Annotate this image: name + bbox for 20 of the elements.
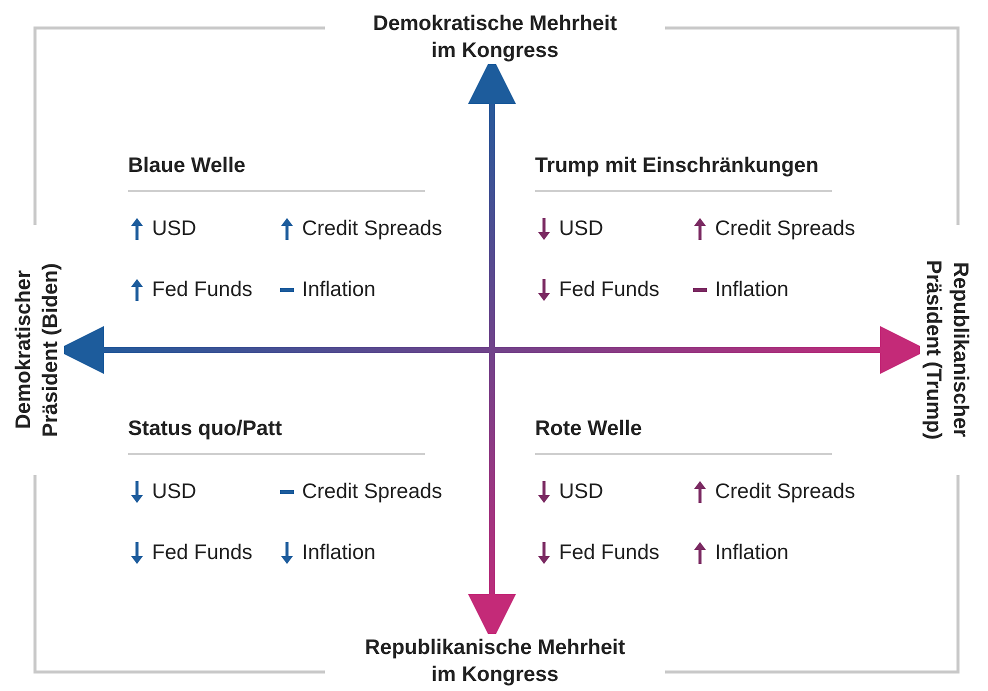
indicator-label: Inflation	[302, 541, 376, 565]
quadrant-heading: Trump mit Einschränkungen	[535, 154, 832, 192]
indicator-label: Inflation	[302, 278, 376, 302]
indicator-label: Fed Funds	[559, 541, 660, 565]
indicator-label: Fed Funds	[559, 278, 660, 302]
indicator-label: Fed Funds	[152, 278, 252, 302]
indicator-label: Credit Spreads	[715, 480, 856, 504]
indicator-label: USD	[152, 217, 196, 241]
quadrant-heading: Rote Welle	[535, 417, 832, 455]
indicator-label: USD	[152, 480, 196, 504]
indicator-label: USD	[559, 217, 604, 241]
indicator-label: Credit Spreads	[715, 217, 856, 241]
indicator-label: Credit Spreads	[302, 480, 442, 504]
quadrant-heading: Blaue Welle	[128, 154, 425, 192]
indicator-label: USD	[559, 480, 604, 504]
indicator-label: Credit Spreads	[302, 217, 442, 241]
quadrant-heading: Status quo/Patt	[128, 417, 425, 455]
indicator-label: Inflation	[715, 541, 789, 565]
indicator-label: Inflation	[715, 278, 789, 302]
indicator-label: Fed Funds	[152, 541, 252, 565]
